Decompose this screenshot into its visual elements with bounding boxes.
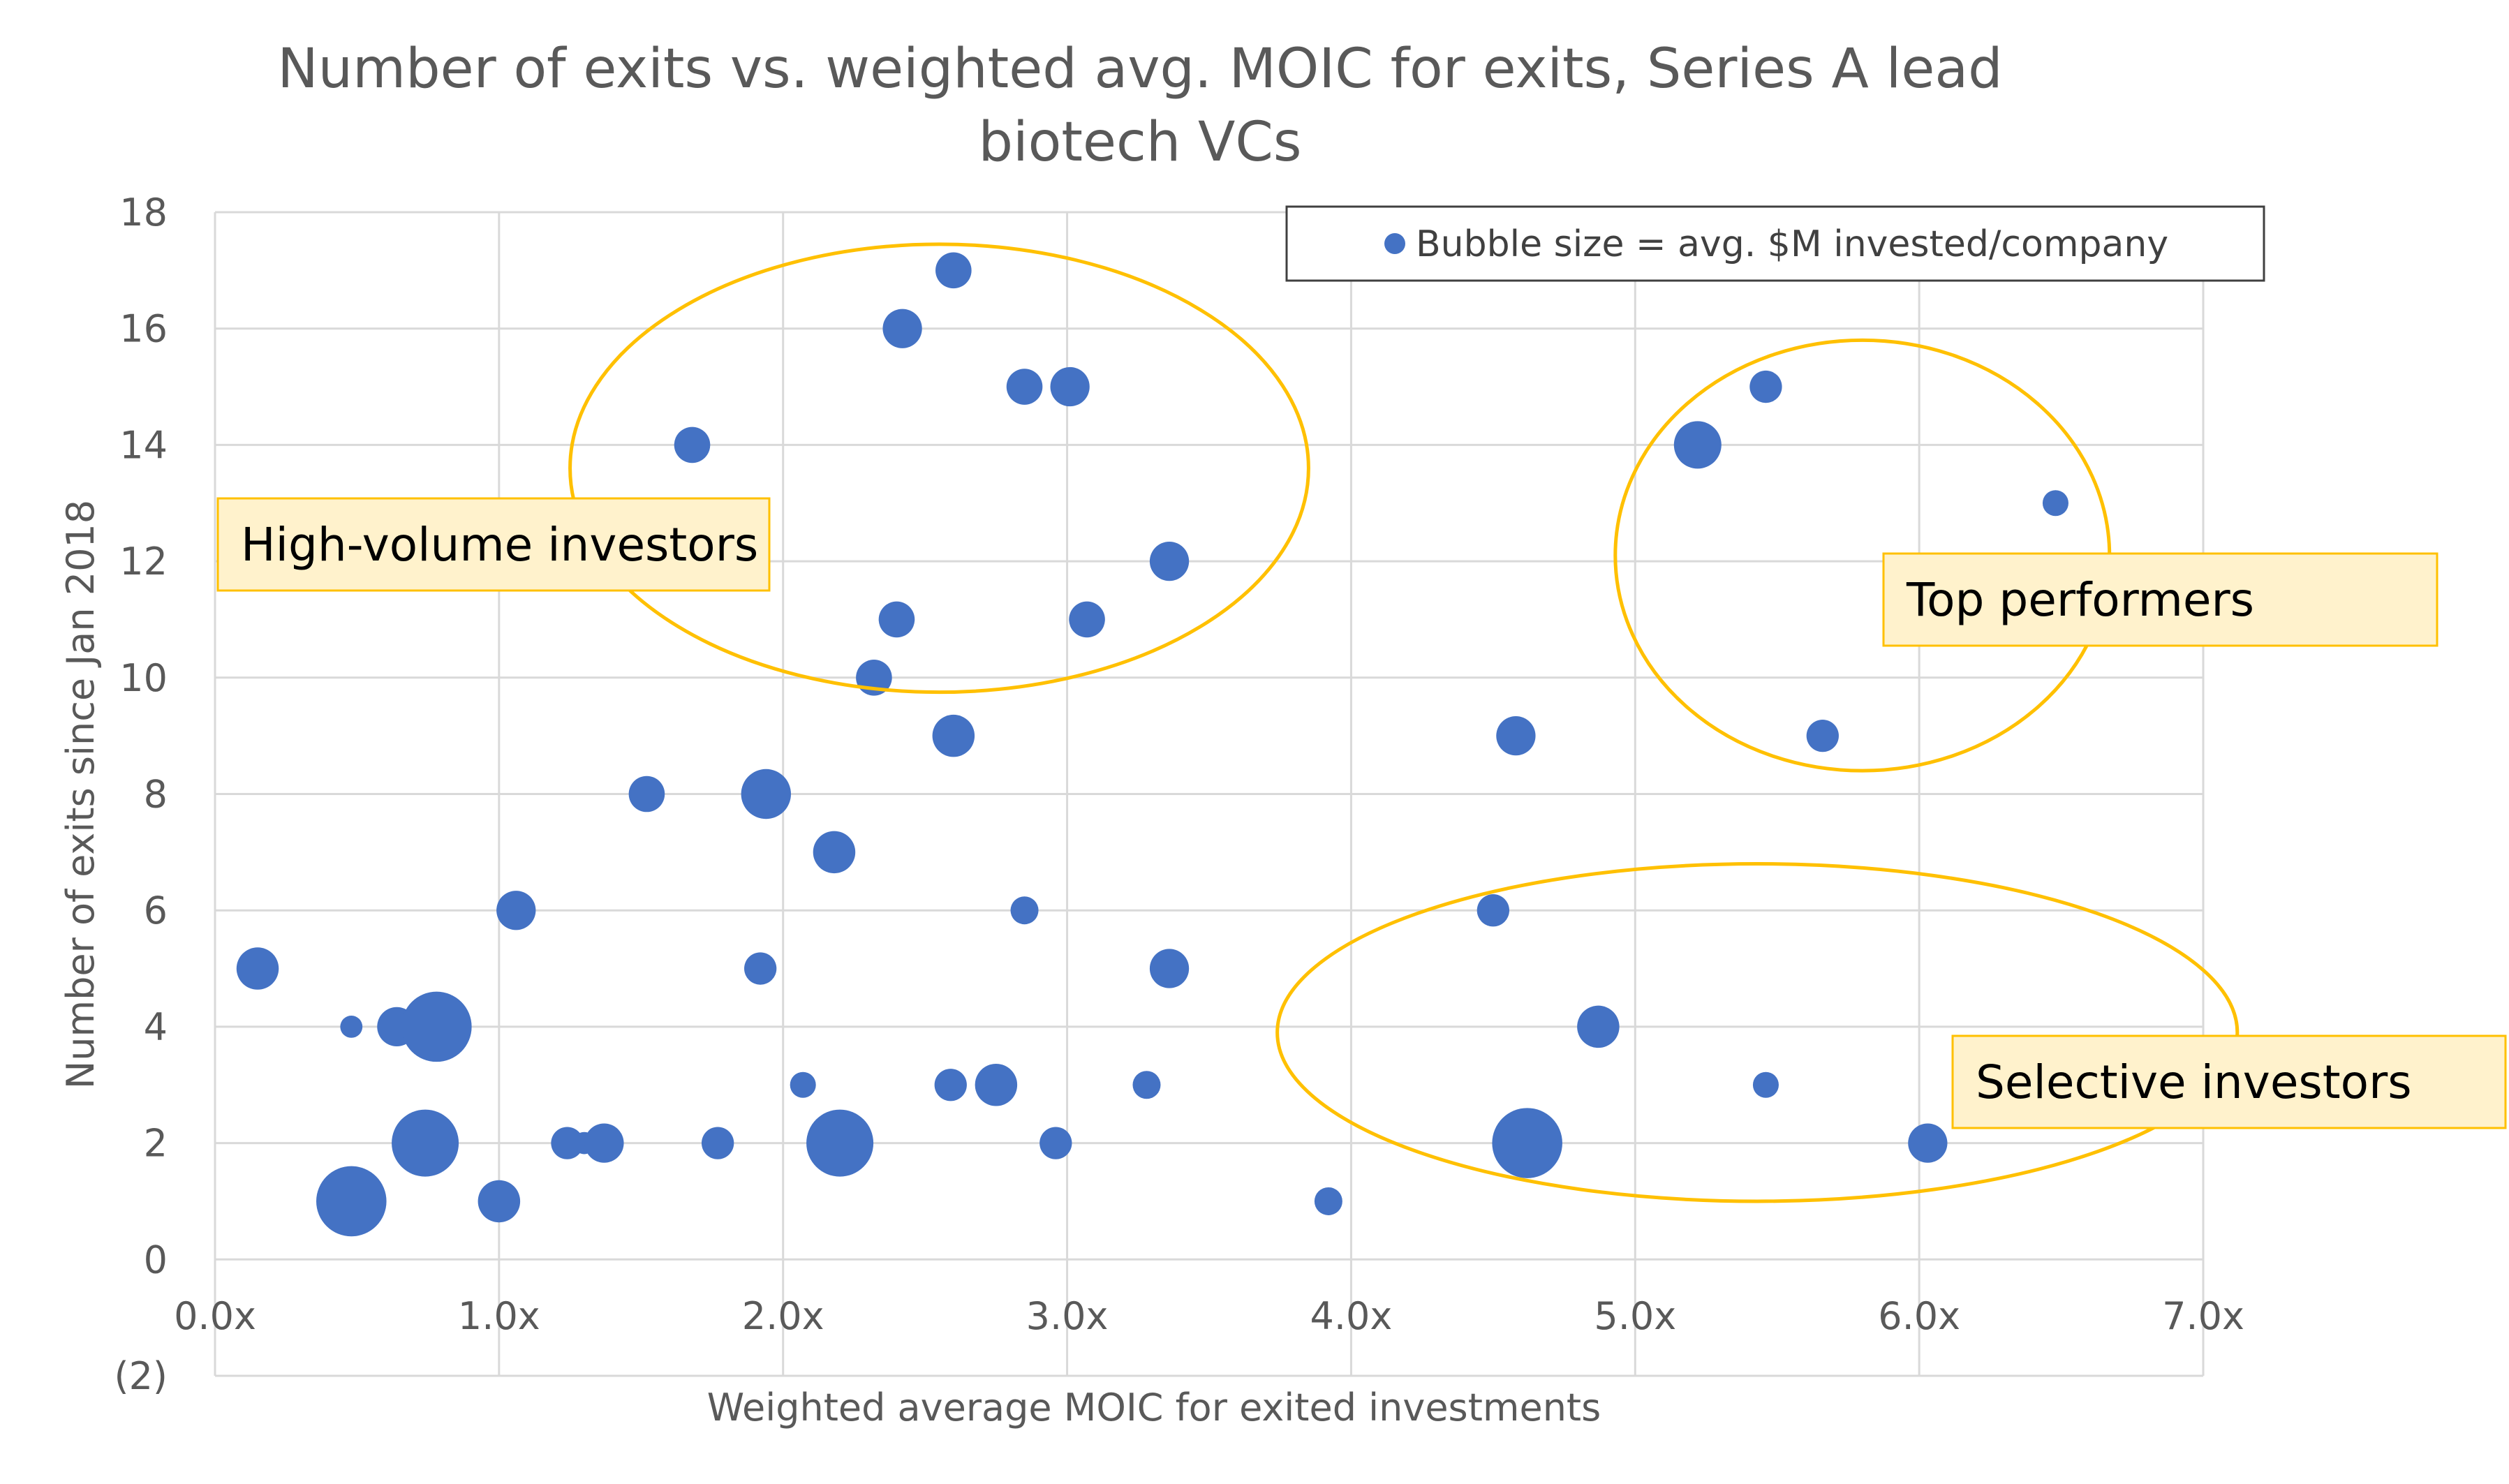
y-tick-label: 12 [119, 540, 168, 584]
data-bubble [934, 1069, 967, 1101]
x-tick-label: 3.0x [1026, 1294, 1109, 1338]
chart-title-line-2: biotech VCs [978, 111, 1301, 174]
data-bubble [1039, 1127, 1072, 1159]
data-bubble [316, 1166, 387, 1237]
data-bubble [932, 714, 975, 757]
x-axis-title: Weighted average MOIC for exited investm… [707, 1386, 1601, 1430]
data-bubble [935, 252, 972, 289]
y-tick-label: 4 [144, 1005, 168, 1049]
data-bubble [790, 1071, 816, 1098]
data-bubble [975, 1064, 1018, 1106]
data-bubble [1749, 370, 1782, 403]
y-tick-label: 8 [144, 773, 168, 817]
data-bubble [496, 891, 536, 930]
data-bubble [1010, 896, 1039, 925]
x-tick-label: 2.0x [742, 1294, 824, 1338]
chart-title: Number of exits vs. weighted avg. MOIC f… [277, 38, 2002, 174]
x-tick-label: 7.0x [2162, 1294, 2244, 1338]
bubbles [236, 252, 2068, 1237]
data-bubble [2042, 490, 2068, 517]
annotation-box [1951, 1034, 2507, 1129]
legend-box [1285, 205, 2265, 282]
data-bubble [236, 947, 279, 990]
y-axis-title: Number of exits since Jan 2018 [59, 500, 103, 1089]
annotation-top-performers: Top performers [1882, 552, 2438, 647]
y-tick-label: 6 [144, 889, 168, 933]
y-tick-label: 10 [119, 656, 168, 700]
data-bubble [806, 1109, 874, 1177]
data-bubble [1314, 1187, 1342, 1215]
annotation-label: Selective investors [1976, 1055, 2412, 1109]
highlight-ellipses [568, 242, 2240, 1203]
selective-ellipse [1275, 862, 2240, 1203]
annotation-label: Top performers [1906, 573, 2254, 627]
high-volume-ellipse [568, 242, 1310, 695]
data-bubble [1496, 716, 1536, 756]
data-bubble [1132, 1071, 1161, 1099]
annotation-box [1882, 552, 2438, 647]
data-bubble [392, 1109, 459, 1177]
data-bubble [1149, 949, 1190, 988]
chart-title-line-1: Number of exits vs. weighted avg. MOIC f… [277, 38, 2002, 101]
data-bubble [1806, 720, 1839, 752]
legend: Bubble size = avg. $M invested/company [1285, 205, 2265, 282]
y-tick-label: 14 [119, 423, 168, 467]
data-bubble [744, 952, 777, 985]
data-bubble [878, 601, 915, 638]
x-tick-label: 6.0x [1878, 1294, 1960, 1338]
y-tick-label: (2) [114, 1354, 168, 1398]
data-bubble [813, 831, 856, 874]
data-bubble [1908, 1123, 1948, 1163]
annotation-high-volume: High-volume investors [216, 497, 771, 592]
legend-label: Bubble size = avg. $M invested/company [1416, 223, 2168, 265]
data-bubble [701, 1127, 734, 1159]
data-bubble [401, 991, 472, 1062]
y-tick-label: 16 [119, 307, 168, 351]
data-bubble [1476, 894, 1510, 927]
data-bubble [628, 776, 665, 813]
data-bubble [1069, 601, 1105, 638]
data-bubble [1006, 369, 1043, 405]
legend-bubble-icon [1384, 233, 1405, 254]
data-bubble [584, 1123, 624, 1163]
x-tick-label: 1.0x [458, 1294, 540, 1338]
data-bubble [741, 769, 792, 819]
annotation-selective: Selective investors [1951, 1034, 2507, 1129]
data-bubble [1673, 421, 1722, 469]
y-tick-label: 18 [119, 191, 168, 235]
tick-labels: (2) 0 2 4 6 8 10 12 14 16 18 0.0x 1.0x 2.0x 3.0x 4.0x 5.… [114, 191, 2244, 1398]
y-tick-label: 0 [144, 1238, 168, 1282]
data-bubble [1149, 541, 1190, 581]
data-bubble [1492, 1108, 1562, 1178]
y-tick-label: 2 [144, 1122, 168, 1166]
data-bubble [1050, 366, 1090, 407]
data-bubble [551, 1127, 584, 1159]
data-bubble [674, 426, 711, 463]
annotation-label: High-volume investors [241, 518, 758, 572]
x-tick-label: 0.0x [174, 1294, 256, 1338]
data-bubble [1577, 1005, 1620, 1048]
x-tick-label: 4.0x [1310, 1294, 1393, 1338]
annotation-box [216, 497, 771, 592]
data-bubble [340, 1016, 363, 1038]
data-bubble [882, 309, 922, 348]
x-tick-label: 5.0x [1594, 1294, 1676, 1338]
data-bubble [478, 1180, 521, 1223]
data-bubble [1752, 1071, 1779, 1098]
